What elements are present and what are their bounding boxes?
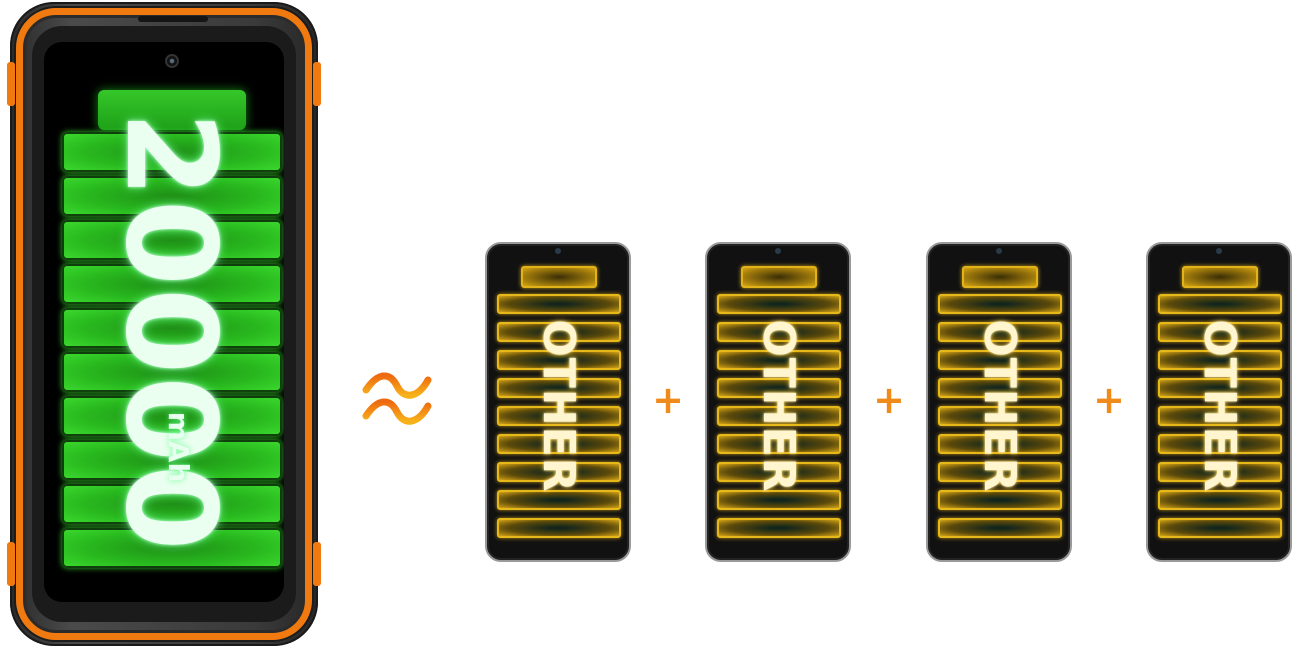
other-phone-label: OTHER xyxy=(753,319,804,493)
battery-cell xyxy=(62,132,282,172)
battery-cell xyxy=(938,518,1062,538)
other-phone-label: OTHER xyxy=(1194,319,1245,493)
phone-bumper xyxy=(16,8,312,640)
battery-capacity-value: 20000 xyxy=(98,111,242,553)
other-phone-label: OTHER xyxy=(974,319,1025,493)
battery-cell xyxy=(1158,406,1282,426)
battery-cell xyxy=(497,294,621,314)
battery-cell xyxy=(62,528,282,568)
battery-cell xyxy=(1158,350,1282,370)
battery-cell xyxy=(717,378,841,398)
other-phone-label: OTHER xyxy=(533,319,584,493)
battery-cell xyxy=(62,220,282,260)
battery-cell xyxy=(497,378,621,398)
battery-cell xyxy=(497,490,621,510)
battery-cell xyxy=(717,462,841,482)
battery-cell xyxy=(497,322,621,342)
battery-cell xyxy=(938,462,1062,482)
other-phone: OTHER xyxy=(1146,242,1292,562)
battery-cell xyxy=(62,484,282,524)
battery-cell xyxy=(717,350,841,370)
side-button xyxy=(313,542,321,586)
front-camera-icon xyxy=(1216,248,1222,254)
phone-screen xyxy=(44,42,284,602)
battery-cell xyxy=(497,406,621,426)
battery-cell xyxy=(717,518,841,538)
battery-cell xyxy=(1158,462,1282,482)
side-button xyxy=(7,62,15,106)
battery-cell xyxy=(62,440,282,480)
battery-cell xyxy=(497,434,621,454)
battery-cell xyxy=(1158,378,1282,398)
rugged-phone: 20000 mAh xyxy=(7,2,321,646)
battery-cell xyxy=(62,352,282,392)
battery-cell xyxy=(1158,294,1282,314)
battery-cell xyxy=(717,434,841,454)
battery-cell xyxy=(1158,490,1282,510)
battery-cell xyxy=(1158,322,1282,342)
battery-cell xyxy=(62,308,282,348)
battery-cap xyxy=(962,266,1038,288)
battery-cell xyxy=(938,294,1062,314)
battery-cell xyxy=(1158,518,1282,538)
front-camera-icon xyxy=(996,248,1002,254)
battery-cell xyxy=(497,462,621,482)
battery-cell xyxy=(62,396,282,436)
battery-cell xyxy=(497,350,621,370)
front-camera-icon xyxy=(775,248,781,254)
battery-cap xyxy=(521,266,597,288)
approx-equal-icon xyxy=(362,372,432,425)
plus-sign: + xyxy=(873,378,905,422)
other-phone: OTHER xyxy=(485,242,631,562)
battery-cap xyxy=(1182,266,1258,288)
side-button xyxy=(7,542,15,586)
side-button xyxy=(313,62,321,106)
battery-cell xyxy=(717,406,841,426)
battery-cell xyxy=(938,406,1062,426)
plus-sign: + xyxy=(652,378,684,422)
battery-cell xyxy=(62,176,282,216)
battery-cell xyxy=(938,378,1062,398)
battery-cell xyxy=(717,322,841,342)
other-phone: OTHER xyxy=(926,242,1072,562)
battery-cap xyxy=(741,266,817,288)
other-phone: OTHER xyxy=(705,242,851,562)
battery-capacity-unit: mAh xyxy=(162,411,195,483)
earpiece-speaker xyxy=(138,16,208,22)
battery-cell xyxy=(938,350,1062,370)
battery-cell xyxy=(497,518,621,538)
battery-cap xyxy=(98,90,246,130)
battery-cell xyxy=(717,490,841,510)
battery-cell xyxy=(938,490,1062,510)
battery-cell xyxy=(62,264,282,304)
battery-cell xyxy=(938,322,1062,342)
battery-cell xyxy=(717,294,841,314)
front-camera-icon xyxy=(165,54,179,68)
battery-cell xyxy=(1158,434,1282,454)
front-camera-icon xyxy=(555,248,561,254)
plus-sign: + xyxy=(1093,378,1125,422)
battery-cell xyxy=(938,434,1062,454)
